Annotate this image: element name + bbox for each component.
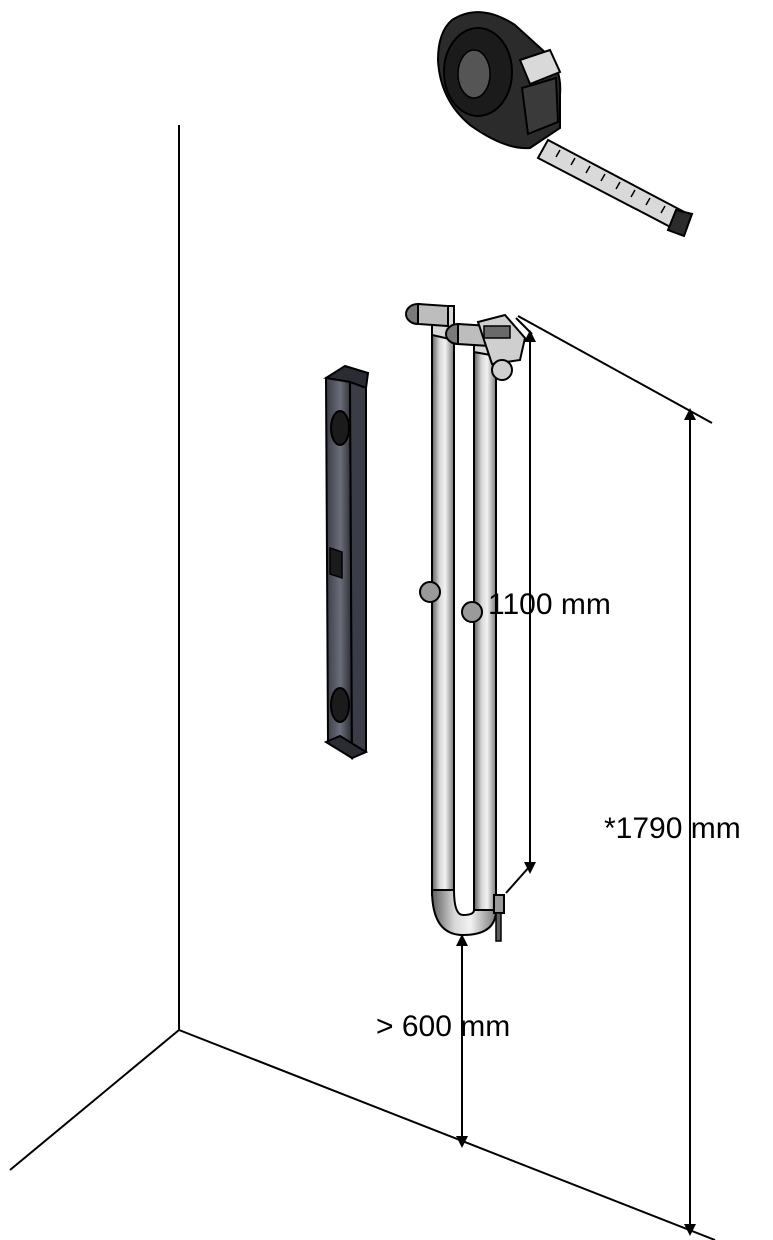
spirit-level-icon (323, 364, 370, 760)
room-corner (9, 125, 716, 1240)
dimension-1790 (517, 315, 713, 1236)
segment-height-label: 1100 mm (488, 588, 611, 621)
total-height-label: *1790 mm (604, 812, 741, 845)
dimension-1100 (505, 317, 536, 894)
floor-clearance-label: > 600 mm (376, 1010, 510, 1043)
shower-rail-icon (405, 302, 527, 942)
tape-measure-icon (436, 11, 694, 238)
